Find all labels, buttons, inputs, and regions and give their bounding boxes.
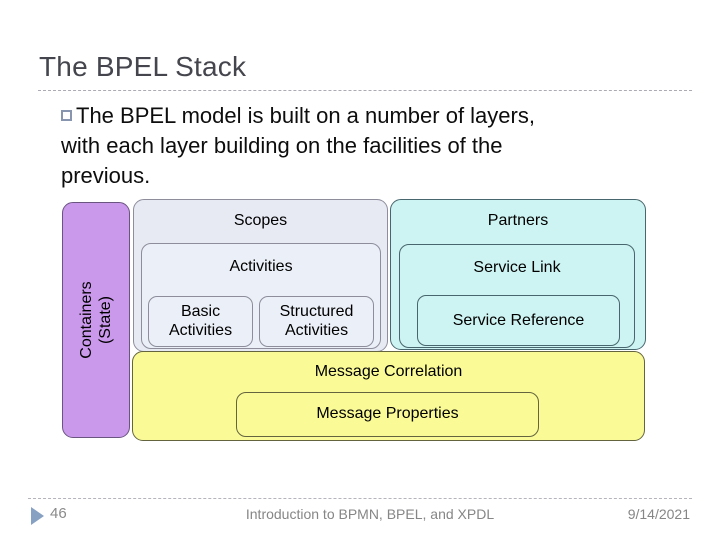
message-correlation-label: Message Correlation	[314, 363, 463, 380]
partners-label: Partners	[487, 212, 549, 229]
service-link-label: Service Link	[473, 259, 561, 276]
footer-divider	[28, 498, 692, 499]
bullet-line: with each layer building on the faciliti…	[61, 133, 503, 158]
basic-activities-line1: Basic	[180, 303, 221, 320]
service-reference-box: Service Reference	[417, 295, 620, 346]
title-divider	[38, 90, 692, 91]
structured-activities-line2: Activities	[284, 322, 349, 339]
basic-activities-box: Basic Activities	[148, 296, 253, 347]
footer-date: 9/14/2021	[627, 506, 690, 522]
message-properties-label: Message Properties	[316, 405, 459, 422]
bullet-line: previous.	[61, 163, 151, 188]
basic-activities-line2: Activities	[168, 322, 233, 339]
bullet-line: The BPEL model is built on a number of l…	[61, 101, 671, 131]
service-reference-label: Service Reference	[452, 312, 585, 329]
structured-activities-box: Structured Activities	[259, 296, 374, 347]
slide-arrow-icon	[31, 507, 44, 525]
bullet-text: The BPEL model is built on a number of l…	[76, 103, 535, 128]
message-properties-box: Message Properties	[236, 392, 539, 437]
scopes-label: Scopes	[233, 212, 288, 229]
structured-activities-line1: Structured	[279, 303, 354, 320]
basic-activities-label: Basic Activities	[149, 297, 252, 340]
page-number: 46	[50, 505, 67, 522]
containers-label-line2: (State)	[97, 296, 114, 345]
square-bullet-icon	[61, 110, 72, 121]
structured-activities-label: Structured Activities	[260, 297, 373, 340]
footer-title: Introduction to BPMN, BPEL, and XPDL	[245, 506, 495, 522]
containers-state-box: Containers (State)	[62, 202, 130, 438]
page-title: The BPEL Stack	[39, 51, 247, 82]
activities-label: Activities	[229, 258, 293, 275]
bullet-paragraph: The BPEL model is built on a number of l…	[61, 101, 671, 191]
containers-label-line1: Containers	[78, 281, 95, 359]
containers-state-label: Containers (State)	[77, 281, 115, 358]
